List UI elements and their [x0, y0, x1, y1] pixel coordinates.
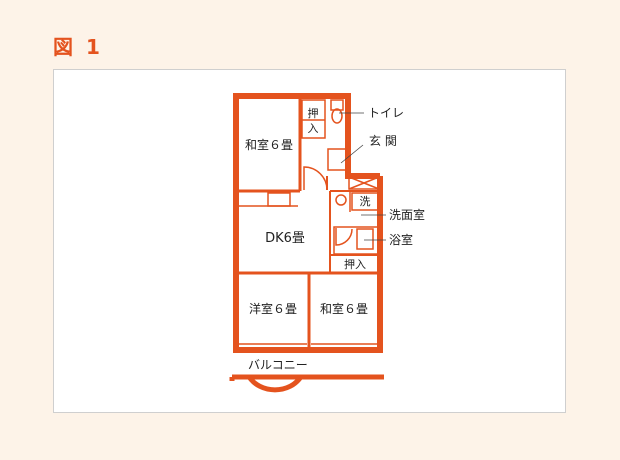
callout-washroom: 洗面室 [389, 207, 425, 222]
callout-toilet: トイレ [368, 106, 404, 120]
closet-label-middle: 押入 [344, 257, 366, 271]
room-washitsu-top: 和室６畳 [245, 137, 293, 152]
closet-label-top-1: 押 [308, 106, 319, 120]
outer-walls [233, 93, 383, 353]
balcony-bay [247, 376, 303, 393]
entrance-door-swing [303, 166, 328, 191]
room-labels: 和室６畳 DK6畳 洋室６畳 和室６畳 押 入 押入 洗 [245, 106, 371, 316]
outer-wall [233, 93, 383, 353]
room-dk: DK6畳 [265, 231, 305, 246]
bath-door-swing [335, 228, 353, 246]
leader-entrance [340, 144, 364, 164]
shoe-rack-cross-b [348, 176, 380, 190]
closet-label-top-2: 入 [308, 122, 319, 135]
room-youshitsu: 洋室６畳 [249, 301, 297, 316]
bath-frame [333, 226, 379, 255]
entrance-step [327, 148, 347, 171]
wash-basin [335, 194, 347, 206]
shoe-rack [348, 176, 380, 190]
kitchen-sink [267, 192, 291, 207]
washing-machine-area [351, 192, 379, 211]
leader-lines [339, 112, 386, 241]
callout-bath: 浴室 [389, 232, 413, 247]
fixtures [238, 99, 380, 345]
toilet-bowl [331, 108, 343, 124]
figure-title: 図 1 [53, 35, 103, 59]
room-washitsu-bottom: 和室６畳 [320, 301, 368, 316]
bathtub [356, 228, 374, 250]
wash-fixture-label: 洗 [360, 195, 371, 208]
callout-labels: トイレ 玄 関 洗面室 浴室 バルコニー [248, 106, 425, 372]
floor-plan-panel [53, 69, 566, 413]
balcony-label: バルコニー [248, 358, 308, 372]
callout-entrance: 玄 関 [369, 133, 397, 148]
closet-top-frame [301, 99, 326, 139]
toilet-tank [330, 99, 344, 111]
balcony [229, 374, 384, 393]
